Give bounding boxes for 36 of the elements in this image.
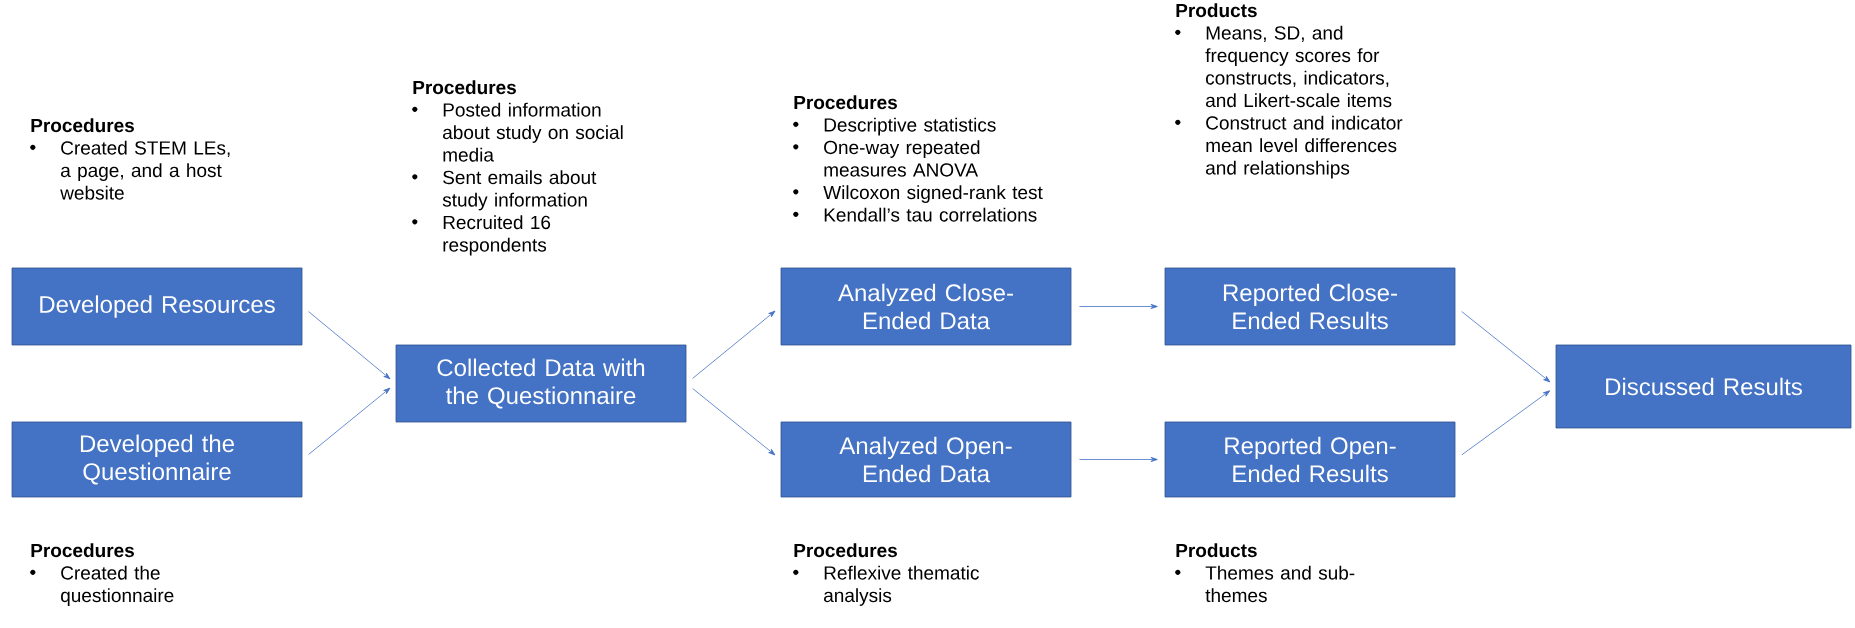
bullet-item: Construct and indicator mean level differences and relationships [1175,115,1403,179]
bullet-item: Recruited 16 respondents [412,215,551,256]
arrow [308,311,391,380]
section-heading: Procedures [794,543,897,558]
section-heading: Procedures [794,95,897,110]
bullet-item: Posted information about study on social media [412,102,623,162]
process-box: Collected Data with the Questionnaire [395,344,687,423]
process-box: Analyzed Close-Ended Data [780,267,1072,346]
arrow [692,388,776,456]
arrow [308,387,391,455]
arrow [1461,311,1551,383]
process-box: Reported Close-Ended Results [1164,267,1456,346]
section-heading: Procedures [31,118,134,133]
section-heading: Procedures [31,543,134,558]
bullet-item: Created the questionnaire [30,565,174,606]
arrow [1461,390,1551,456]
bullet-item: Sent emails about study information [412,170,597,211]
process-box: Developed Resources [11,267,303,346]
process-box: Developed the Questionnaire [11,421,303,498]
section-heading: Procedures [413,80,516,95]
bullet-item: Wilcoxon signed-rank test [793,185,1043,203]
process-box: Discussed Results [1555,344,1852,429]
section-heading: Products [1176,543,1257,558]
bullet-item: Created STEM LEs, a page, and a host website [30,140,230,200]
process-box: Analyzed Open-Ended Data [780,421,1072,498]
bullet-item: Means, SD, and frequency scores for constructs, indicators, and Likert-scale items [1175,25,1392,108]
bullet-item: Themes and sub-themes [1175,565,1355,603]
arrow [1079,456,1158,462]
process-box: Reported Open-Ended Results [1164,421,1456,498]
bullet-item: Reflexive thematic analysis [793,565,979,606]
bullet-item: Descriptive statistics [793,117,996,136]
arrow [692,310,776,379]
arrow [1079,303,1158,309]
bullet-item: One-way repeated measures ANOVA [793,140,980,177]
section-heading: Products [1176,3,1257,18]
bullet-item: Kendall’s tau correlations [793,207,1037,222]
